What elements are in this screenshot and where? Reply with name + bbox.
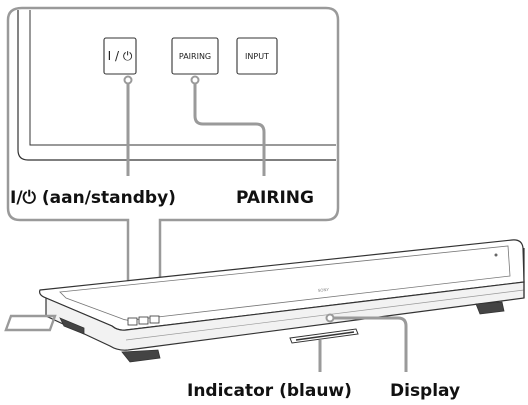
pairing-leader-dot: [190, 75, 200, 85]
device-foot-front: [121, 349, 161, 363]
power-leader-dot: [123, 75, 133, 85]
device-button-highlight: [4, 314, 57, 332]
device-corner-dot: [494, 253, 498, 257]
panel-edge-outer: [17, 10, 336, 161]
pairing-leader-line: [193, 80, 266, 176]
device-foot-right: [475, 301, 505, 315]
display-leader-line: [330, 316, 408, 372]
device-front-line: [125, 289, 525, 341]
power-button-label: I / ⏻: [108, 49, 133, 63]
power-button[interactable]: I / ⏻: [103, 37, 137, 75]
display-label: Display: [390, 381, 460, 401]
pairing-button[interactable]: PAIRING: [171, 37, 219, 75]
indicator-label: Indicator (blauw): [187, 381, 352, 401]
display-leader-dot: [325, 313, 335, 323]
device-buttons[interactable]: [127, 315, 160, 326]
callout-panel: I / ⏻ PAIRING INPUT I/⏻ (aan/standby) PA…: [6, 6, 340, 290]
pairing-button-label: PAIRING: [179, 52, 211, 61]
input-button-label: INPUT: [245, 52, 269, 61]
device-foot-left: [59, 317, 85, 335]
panel-edge-inner: [29, 10, 336, 146]
speaker-device: SONY: [4, 239, 525, 363]
indicator-bar: [295, 331, 355, 341]
pairing-label: PAIRING: [236, 188, 314, 208]
device-brand-logo: SONY: [318, 287, 330, 293]
device-top-bevel: [59, 245, 511, 321]
input-button[interactable]: INPUT: [236, 37, 278, 75]
power-label: I/⏻ (aan/standby): [10, 188, 176, 208]
